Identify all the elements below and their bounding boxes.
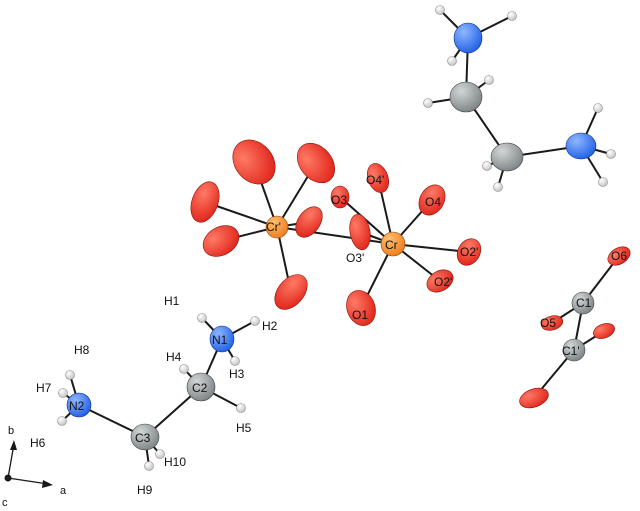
oxygen-atom-o4 — [418, 184, 446, 216]
chromium-atom-cr-prime — [265, 215, 289, 239]
hydrogen-atom — [598, 177, 608, 187]
hydrogen-atom — [435, 5, 445, 15]
atom-label-c1-prime: C1' — [562, 344, 580, 358]
oxygen-atom-o1 — [346, 290, 376, 326]
a-axis-label: a — [60, 485, 67, 497]
a-axis-arrowhead — [42, 480, 53, 488]
atom-label-h1: H1 — [164, 294, 180, 308]
atom-label-h4: H4 — [166, 350, 182, 364]
oxygen-atom — [274, 274, 308, 310]
atom-label-o3: O3 — [331, 193, 347, 207]
c-axis-label: c — [2, 497, 8, 509]
oxygen-atom — [296, 142, 336, 184]
atom-label-o6: O6 — [611, 249, 627, 263]
b-axis-arrowhead — [10, 440, 17, 450]
atom-label-c1: C1 — [576, 296, 592, 310]
nitrogen-atom-n2 — [66, 392, 92, 418]
oxygen-atom-o4-prime — [366, 163, 390, 193]
hydrogen-atom — [423, 98, 433, 108]
chromium-atoms — [265, 215, 406, 257]
hydrogen-atom-h10 — [155, 449, 165, 459]
atom-label-h2: H2 — [262, 319, 278, 333]
bond — [392, 243, 470, 253]
nitrogen-atoms — [66, 22, 597, 418]
oxygen-atom — [202, 225, 240, 257]
c-axis-dot — [4, 474, 12, 482]
hydrogen-atom — [507, 11, 517, 21]
carbon-atoms — [130, 81, 595, 451]
hydrogen-atom-h2 — [250, 316, 260, 326]
atom-label-o4: O4 — [425, 195, 441, 209]
atom-label-o5: O5 — [540, 316, 556, 330]
oxygen-atom-o3 — [330, 185, 350, 209]
hydrogen-atom — [482, 161, 492, 171]
hydrogen-atom-h3 — [230, 356, 240, 366]
atom-label-o3-prime: O3' — [346, 251, 364, 265]
carbon-atom-c1 — [571, 291, 595, 315]
oxygen-atoms — [190, 139, 631, 409]
carbon-atom — [449, 81, 483, 113]
hydrogen-atom-h1 — [197, 313, 207, 323]
atom-label-o2-prime-right: O2' — [460, 245, 478, 259]
hydrogen-atom-h8 — [65, 370, 75, 380]
atom-label-c2: C2 — [192, 381, 208, 395]
hydrogen-atoms — [57, 5, 616, 471]
atom-label-h9: H9 — [137, 483, 153, 497]
hydrogen-atom — [606, 149, 616, 159]
nitrogen-atom — [565, 132, 597, 160]
oxygen-atom-o2-prime-lower — [426, 269, 454, 293]
atom-label-h5: H5 — [236, 421, 252, 435]
oxygen-atom — [593, 323, 615, 339]
a-axis-line — [7, 477, 49, 485]
atom-label-n1: N1 — [212, 333, 228, 347]
oxygen-atom-o5 — [540, 315, 564, 331]
atom-label-o2-prime-lower: O2' — [434, 275, 452, 289]
axis-labels: b a c — [2, 425, 67, 509]
oxygen-atom-o6 — [607, 246, 631, 266]
atom-label-cr-prime: Cr' — [266, 220, 281, 234]
carbon-atom-c3 — [130, 423, 160, 451]
atom-label-o4-prime: O4' — [366, 173, 384, 187]
oxygen-atom-o3-prime — [349, 213, 371, 251]
hydrogen-atom — [484, 75, 494, 85]
atom-label-c3: C3 — [135, 431, 151, 445]
carbon-atom-c1-prime — [562, 338, 586, 362]
hydrogen-atom-h5 — [236, 403, 246, 413]
atom-label-h8: H8 — [74, 343, 90, 357]
carbon-atom — [490, 142, 524, 172]
atom-label-n2: N2 — [69, 399, 85, 413]
atom-label-o1: O1 — [352, 308, 368, 322]
hydrogen-atom-h6 — [57, 416, 67, 426]
oxygen-atom — [295, 206, 323, 238]
oxygen-atom — [190, 181, 220, 223]
hydrogen-atom-h9 — [144, 461, 154, 471]
atom-label-cr: Cr — [385, 238, 398, 252]
nitrogen-atom-n1 — [209, 325, 235, 353]
hydrogen-atom — [493, 182, 503, 192]
hydrogen-atom-h4 — [179, 364, 189, 374]
atom-label-h7: H7 — [36, 381, 52, 395]
hydrogen-atom-h7 — [58, 388, 68, 398]
b-axis-label: b — [8, 425, 14, 437]
hydrogen-atom — [593, 103, 603, 113]
hydrogen-atom — [447, 56, 457, 66]
atom-label-h3: H3 — [229, 367, 245, 381]
carbon-atom-c2 — [186, 372, 216, 402]
oxygen-atom — [232, 139, 276, 185]
nitrogen-atom — [453, 22, 483, 54]
chromium-atom-cr — [380, 231, 406, 257]
atom-label-h6: H6 — [30, 436, 46, 450]
axis-indicator — [4, 440, 53, 488]
oxygen-atom — [519, 387, 549, 409]
atom-label-h10: H10 — [164, 455, 186, 469]
oxygen-atom-o2-prime-right — [456, 238, 482, 266]
atom-labels: Cr' Cr O3 O4' O4 O3' O2' O2' O1 O6 C1 O5… — [30, 173, 627, 497]
